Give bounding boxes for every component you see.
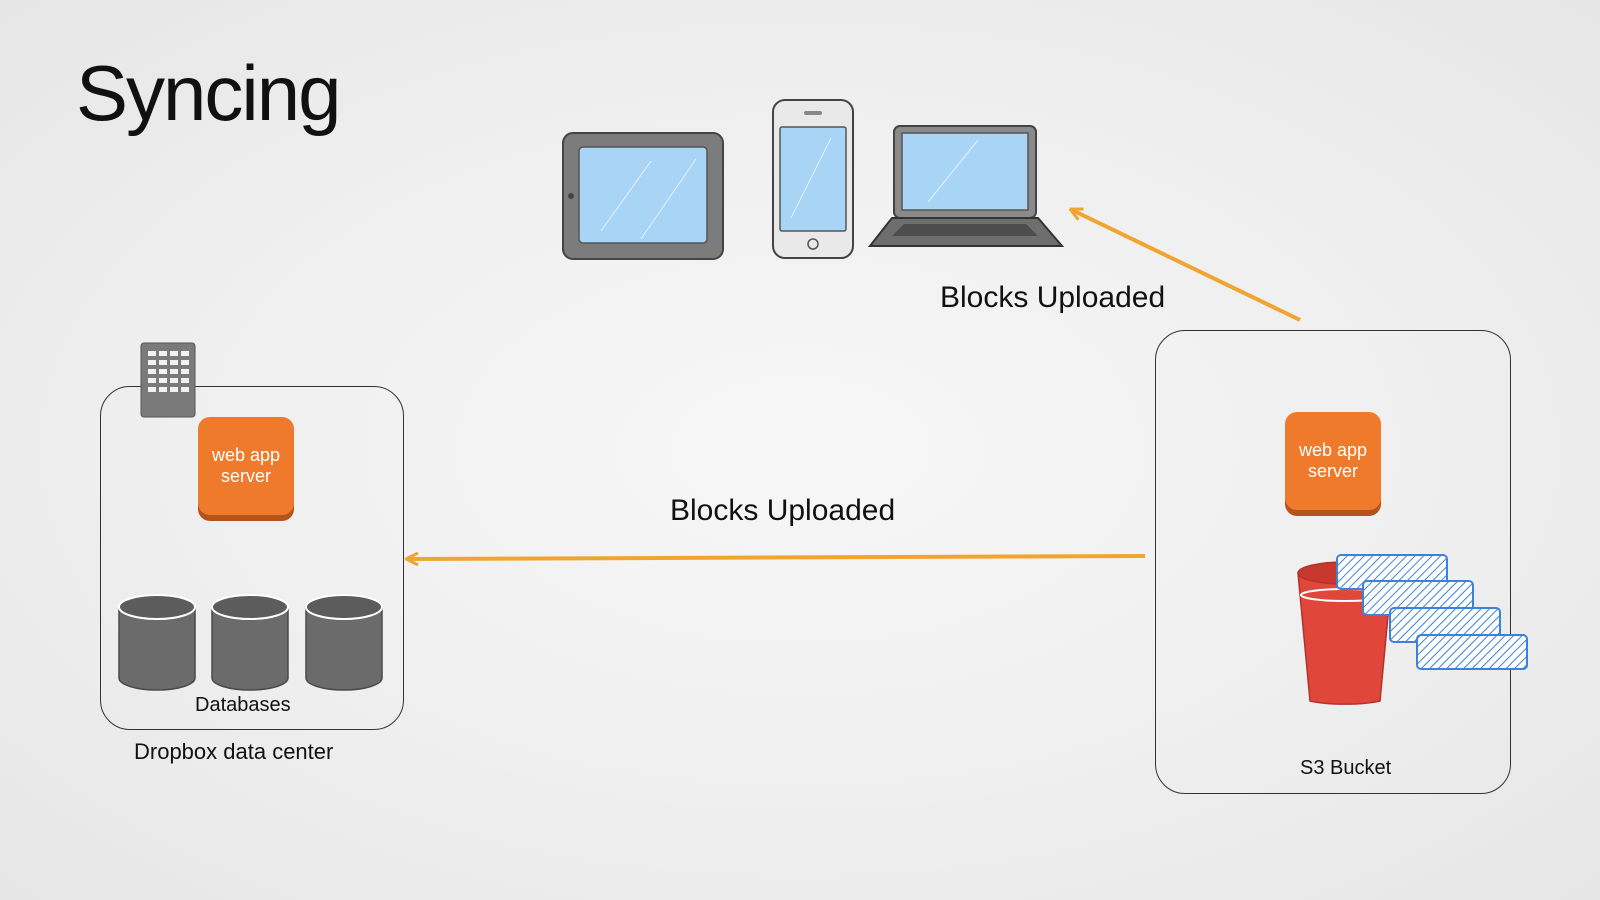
datacenter-caption: Dropbox data center [134,739,333,765]
right-server-label-line2: server [1299,461,1367,482]
left-web-app-server: web app server [198,417,294,515]
database-icon [119,595,195,690]
building-icon [140,342,196,418]
left-server-label-line1: web app [212,445,280,466]
middle-arrow-label: Blocks Uploaded [670,494,895,528]
slide-title: Syncing [76,48,340,139]
phone-icon [771,98,855,260]
right-web-app-server: web app server [1285,412,1381,510]
left-server-label-line2: server [212,466,280,487]
s3-bucket-with-blocks [1292,551,1532,711]
databases-group [116,594,386,696]
database-icon [212,595,288,690]
databases-label: Databases [195,694,291,717]
database-icon [306,595,382,690]
upload-arrow-to-datacenter [408,556,1145,559]
right-server-label-line1: web app [1299,440,1367,461]
laptop-icon [868,122,1064,254]
s3-bucket-label: S3 Bucket [1300,757,1391,780]
tablet-icon [561,131,725,261]
upper-arrow-label: Blocks Uploaded [940,281,1165,315]
